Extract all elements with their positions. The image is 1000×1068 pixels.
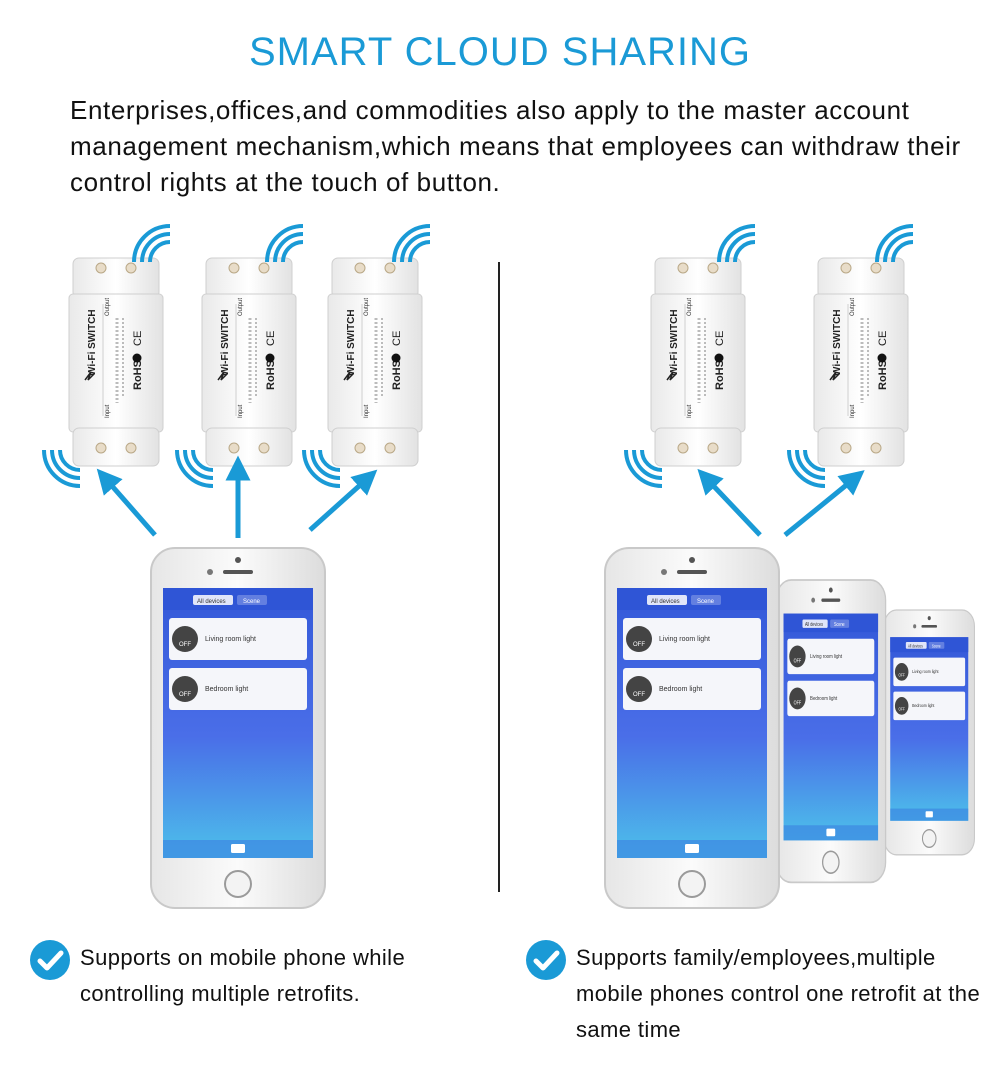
wifi-icon bbox=[717, 224, 757, 264]
check-icon bbox=[30, 940, 70, 980]
phone-right-1 bbox=[605, 548, 779, 908]
intro-text: Enterprises,offices,and commodities also… bbox=[70, 95, 961, 197]
arrow-icon bbox=[697, 468, 762, 537]
feature-left: Supports on mobile phone while controlli… bbox=[80, 945, 406, 1006]
switch-device-1 bbox=[67, 256, 165, 468]
wifi-icon bbox=[392, 224, 432, 264]
arrow-icon bbox=[308, 469, 378, 532]
feature-right: Supports family/employees,multiple mobil… bbox=[576, 945, 981, 1042]
switch-device-3 bbox=[326, 256, 424, 468]
arrow-icon bbox=[96, 468, 157, 537]
phone-right-2 bbox=[776, 580, 886, 882]
switch-device-5 bbox=[812, 256, 910, 468]
vertical-divider bbox=[498, 262, 500, 892]
check-icon bbox=[526, 940, 566, 980]
wifi-icon bbox=[132, 224, 172, 264]
switch-device-2 bbox=[200, 256, 298, 468]
page-title: SMART CLOUD SHARING bbox=[248, 30, 752, 74]
arrow-icon bbox=[783, 470, 865, 537]
wifi-icon bbox=[875, 224, 915, 264]
switch-device-4 bbox=[649, 256, 747, 468]
wifi-icon bbox=[265, 224, 305, 264]
phone-right-3 bbox=[884, 610, 974, 855]
phone-left bbox=[151, 548, 325, 908]
